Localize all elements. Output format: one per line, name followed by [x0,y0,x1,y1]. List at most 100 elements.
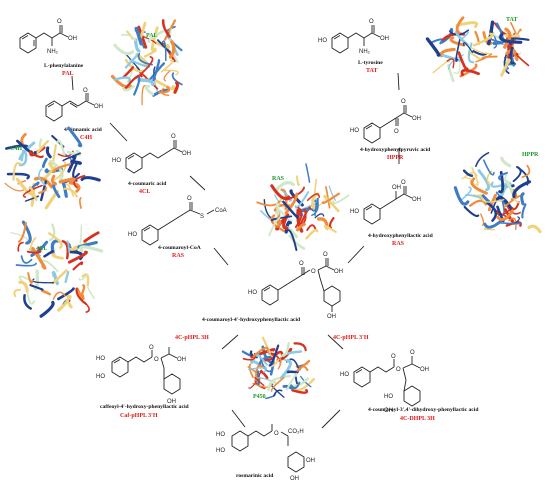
tat-protein-structure [425,16,530,83]
ribbon-segment [300,375,312,388]
cin-o: O [83,88,88,94]
ribbon-segment [75,287,87,305]
ribbon-segment [306,193,320,202]
ribbon-segment [45,146,52,159]
enzyme-4c-phpl-3h: 4C-pHPL 3H [175,335,209,341]
enzyme-4cl: 4CL [139,189,151,195]
ribbon-segment [256,370,260,386]
tyr-nh2: NH₂ [359,49,371,55]
ribbon-segment [18,141,36,161]
ribbon-segment [78,274,88,281]
ribbon-segment [17,221,27,243]
ros-ho2: HO [216,448,225,454]
ribbon-segment [150,26,159,52]
ribbon-segment [39,300,55,318]
ribbon-segment [480,213,485,226]
ribbon-segment [125,53,140,71]
ribbon-segment [500,58,511,77]
ribbon-segment [29,237,37,251]
ros-o: O [274,431,279,437]
ribbon-segment [143,49,157,58]
label-hydroxyphenyllactic: 4-hydroxyphenyllactic acid [368,233,433,239]
ribbon-segment [285,229,298,251]
ribbon-segment [305,228,319,240]
cdh-oh2: OH [384,408,393,414]
ribbon-segment [18,280,29,293]
ribbon-segment [121,33,137,42]
ribbon-segment [277,357,282,370]
protein-label-4cl: 4CL [36,246,48,252]
ribbon-segment [286,372,298,391]
ribbon-segment [461,31,470,40]
ribbon-segment [41,157,48,168]
connector-ras-left [213,247,229,266]
ribbon-segment [505,48,519,61]
ribbon-segment [471,167,479,186]
ribbon-segment [467,42,475,64]
enzyme-ras-right: RAS [392,241,405,247]
ribbon-segment [15,262,37,267]
ribbon-segment [280,358,292,380]
ribbon-segment [154,79,176,91]
ribbon-segment [272,352,282,363]
ribbon-segment [511,201,520,211]
ribbon-segment [432,60,450,74]
phe-nh2: NH₂ [47,49,59,55]
dihydroxyphenyllactic-structure: HO O O O OH HO OH [340,350,429,414]
tyr-oh: OH [380,36,389,42]
ribbon-segment [425,37,441,57]
ribbon-segment [490,181,510,188]
enzyme-tat: TAT [366,68,378,74]
ros-oh2: OH [290,476,299,482]
hppl-o: O [401,180,406,186]
caf-ho2: HO [96,374,105,380]
caf-ho1: HO [96,356,105,362]
ribbon-segment [288,234,306,250]
ribbon-segment [43,250,54,258]
p450-protein-structure [241,336,315,400]
ribbon-segment [287,186,305,201]
ribbon-segment [52,291,66,300]
cou-ho: HO [112,158,121,164]
ribbon-segment [28,151,44,159]
ribbon-segment [40,180,48,202]
ribbon-segment [48,223,56,242]
ribbon-segment [123,74,143,91]
ribbon-segment [512,197,521,205]
ribbon-segment [254,376,265,386]
ribbon-segment [248,369,263,389]
ribbon-segment [508,217,517,230]
cou-oh: OH [182,151,191,157]
ribbon-segment [148,62,166,81]
ribbon-segment [25,289,36,305]
ribbon-segment [252,382,273,388]
cdh-ho1: HO [340,372,349,378]
rosmarinic-acid-structure: HO HO O CO₂H OH OH [216,424,315,482]
phe-oh: OH [68,36,77,42]
ribbon-segment [32,278,55,284]
ribbon-segment [328,217,335,229]
ribbon-segment [86,285,95,299]
phe-o: O [57,19,62,25]
chpl-oh2: OH [327,314,336,320]
ribbon-segment [500,156,512,168]
ribbon-segment [504,33,520,39]
ribbon-segment [40,289,51,296]
chpl-ho1: HO [248,290,257,296]
ribbon-segment [83,231,100,243]
ribbon-segment [274,194,283,203]
ribbon-segment [158,85,171,94]
hppl-oh1: OH [392,185,401,191]
coa-s: S [200,214,204,220]
ribbon-segment [12,162,22,181]
ribbon-segment [48,232,63,249]
ribbon-segment [51,252,64,260]
ribbon-segment [147,29,165,44]
ribbon-segment [457,51,469,71]
ribbon-segment [486,201,498,222]
ras-protein-structure [256,163,350,251]
ribbon-segment [305,163,311,183]
ribbon-segment [17,241,24,252]
ros-co2h: CO₂H [288,429,304,435]
